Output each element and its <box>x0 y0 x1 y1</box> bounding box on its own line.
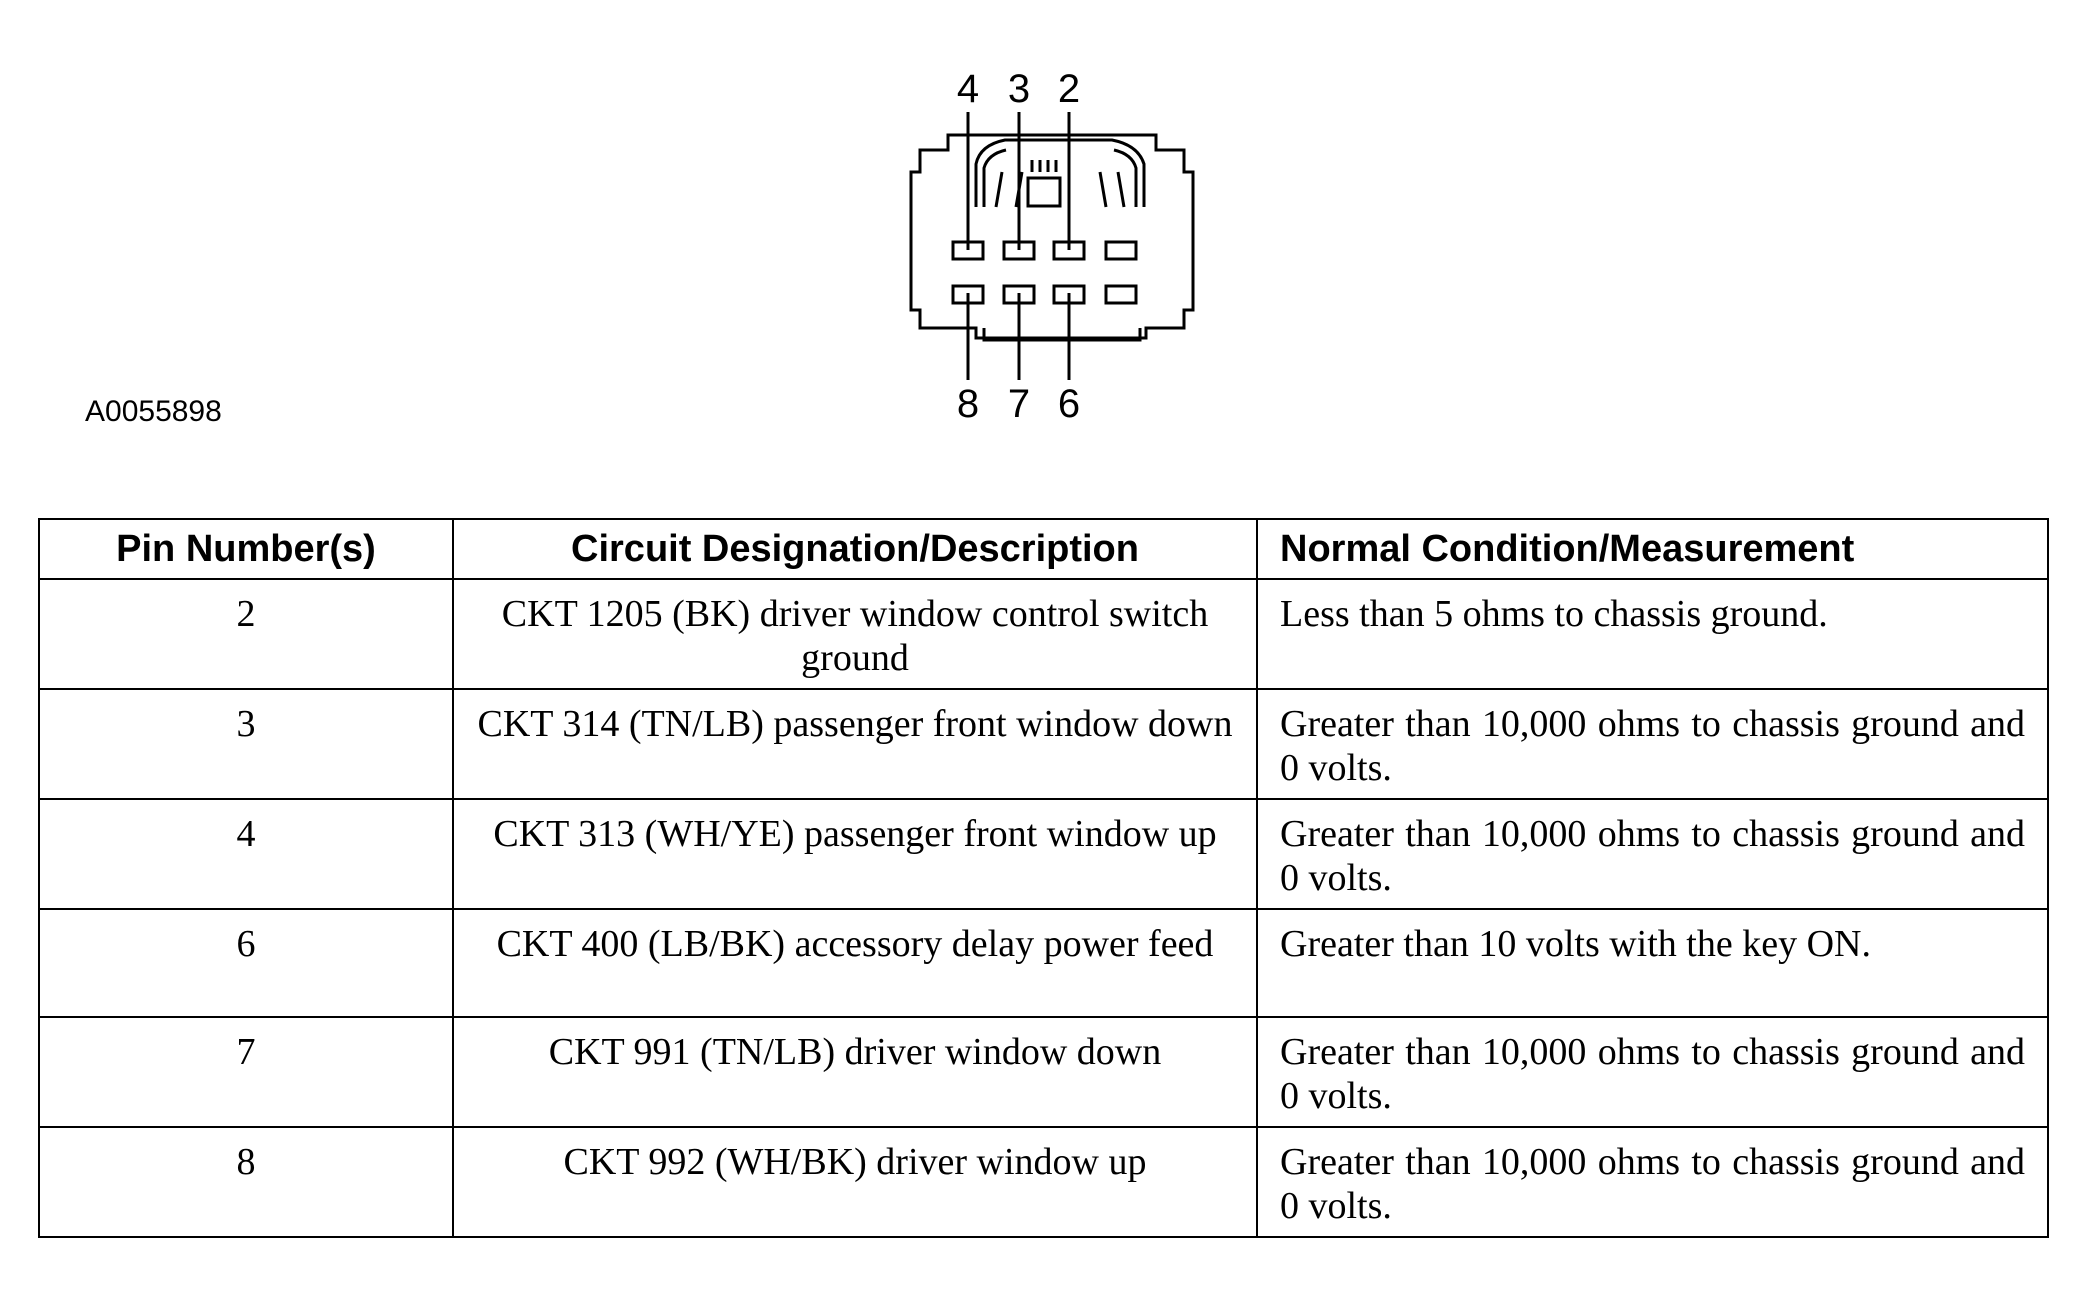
figure-id: A0055898 <box>85 395 222 428</box>
pin-label-8: 8 <box>957 382 979 426</box>
table-row: 8 CKT 992 (WH/BK) driver window up Great… <box>38 1126 2049 1238</box>
pin-label-3: 3 <box>1008 67 1030 111</box>
pin-cell: 4 <box>38 798 454 910</box>
pin-cell: 7 <box>38 1016 454 1128</box>
circuit-cell: CKT 1205 (BK) driver window control swit… <box>452 578 1258 690</box>
measurement-cell: Greater than 10,000 ohms to chassis grou… <box>1256 1016 2049 1128</box>
table-row: 7 CKT 991 (TN/LB) driver window down Gre… <box>38 1016 2049 1128</box>
pin-cell: 2 <box>38 578 454 690</box>
circuit-cell: CKT 313 (WH/YE) passenger front window u… <box>452 798 1258 910</box>
pin-cavity-1 <box>1104 240 1138 261</box>
pin-label-7: 7 <box>1008 382 1030 426</box>
pin-cavity-5 <box>1104 284 1138 305</box>
measurement-cell: Less than 5 ohms to chassis ground. <box>1256 578 2049 690</box>
pin-table: Pin Number(s) Circuit Designation/Descri… <box>38 518 2049 1238</box>
table-row: 4 CKT 313 (WH/YE) passenger front window… <box>38 798 2049 910</box>
table-header-row: Pin Number(s) Circuit Designation/Descri… <box>38 518 2049 580</box>
measurement-cell: Greater than 10 volts with the key ON. <box>1256 908 2049 1018</box>
circuit-cell: CKT 314 (TN/LB) passenger front window d… <box>452 688 1258 800</box>
header-normal-condition: Normal Condition/Measurement <box>1256 518 2049 580</box>
circuit-cell: CKT 400 (LB/BK) accessory delay power fe… <box>452 908 1258 1018</box>
measurement-cell: Greater than 10,000 ohms to chassis grou… <box>1256 798 2049 910</box>
header-circuit-description: Circuit Designation/Description <box>452 518 1258 580</box>
measurement-cell: Greater than 10,000 ohms to chassis grou… <box>1256 1126 2049 1238</box>
connector-body <box>909 133 1195 340</box>
pin-label-2: 2 <box>1058 67 1080 111</box>
measurement-cell: Greater than 10,000 ohms to chassis grou… <box>1256 688 2049 800</box>
pin-cell: 3 <box>38 688 454 800</box>
circuit-cell: CKT 992 (WH/BK) driver window up <box>452 1126 1258 1238</box>
table-row: 6 CKT 400 (LB/BK) accessory delay power … <box>38 908 2049 1018</box>
header-pin-numbers: Pin Number(s) <box>38 518 454 580</box>
connector-diagram: 4 3 2 8 7 6 <box>909 67 1195 426</box>
table-row: 2 CKT 1205 (BK) driver window control sw… <box>38 578 2049 690</box>
pin-cell: 8 <box>38 1126 454 1238</box>
pin-cell: 6 <box>38 908 454 1018</box>
connector-latch <box>974 138 1146 207</box>
pin-label-4: 4 <box>957 67 979 111</box>
table-row: 3 CKT 314 (TN/LB) passenger front window… <box>38 688 2049 800</box>
circuit-cell: CKT 991 (TN/LB) driver window down <box>452 1016 1258 1128</box>
pin-label-6: 6 <box>1058 382 1080 426</box>
